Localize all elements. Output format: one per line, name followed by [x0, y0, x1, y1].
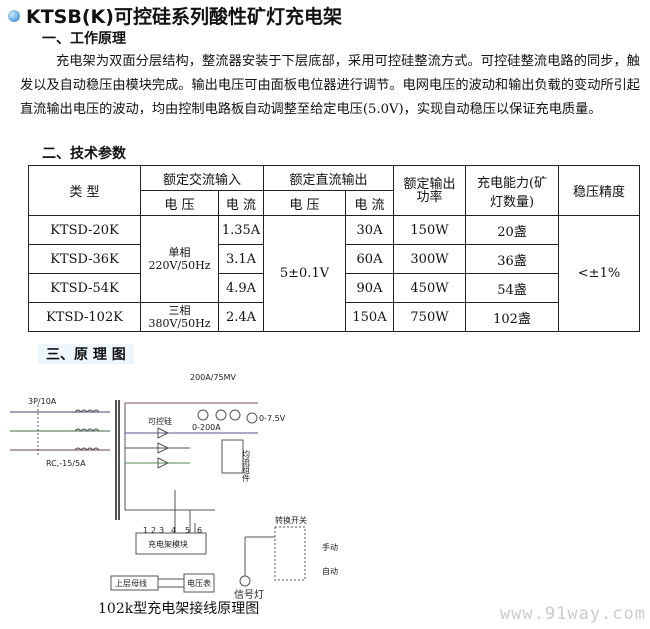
header-dc-current: 电 流: [345, 190, 394, 216]
label-bus: 上层母线: [115, 578, 147, 588]
pin-label: 6: [197, 526, 202, 535]
label-balance: 均流组件: [242, 449, 251, 483]
cell-ac-voltage: 三相 380V/50Hz: [140, 302, 219, 332]
page-title: KTSB(K)可控硅系列酸性矿灯充电架: [8, 2, 342, 29]
label-scr: 可控硅: [148, 416, 172, 426]
section-heading-diagram: 三、原 理 图: [38, 344, 134, 364]
watermark: www.91way.com: [499, 604, 646, 624]
header-ac-input: 额定交流输入: [140, 165, 264, 191]
pin-label: 5: [185, 526, 190, 535]
label-auto: 自动: [322, 566, 338, 576]
label-breaker: 3P/10A: [28, 397, 57, 406]
table-row: KTSD-20K 单相 220V/50Hz 1.35A 5±0.1V 30A 1…: [28, 215, 640, 332]
header-dc-voltage: 电 压: [263, 190, 346, 216]
label-shunt: 200A/75MV: [190, 373, 237, 382]
pin-label: 1: [143, 526, 148, 535]
bullet-icon: [8, 9, 20, 22]
cell-ac-current: 3.1A: [218, 244, 264, 274]
cell-ac-voltage: 单相 220V/50Hz: [140, 215, 219, 303]
wiring-diagram: 3P/10A RC,-15/5A 200A/75MV 可控硅 0-200A 0-…: [10, 373, 338, 601]
header-ac-voltage: 电 压: [140, 190, 219, 216]
cell-ac-current: 4.9A: [218, 273, 264, 303]
cell-dc-current: 60A: [345, 244, 394, 274]
header-capacity: 充电能力(矿灯数量): [465, 165, 559, 216]
cell-capacity: 54盏: [465, 273, 559, 303]
pin-label: 2: [151, 526, 156, 535]
table-row: KTSD-54K 4.9A 90A 450W 54盏: [28, 273, 640, 303]
title-text: KTSB(K)可控硅系列酸性矿灯充电架: [26, 6, 342, 28]
cell-power: 300W: [393, 244, 466, 274]
label-voltmeter: 电压表: [187, 578, 211, 588]
label-voltmeter-range: 0-7.5V: [259, 414, 286, 423]
header-dc-output: 额定直流输出: [263, 165, 394, 191]
cell-dc-current: 150A: [345, 302, 394, 332]
cell-capacity: 102盏: [465, 302, 559, 332]
pin-label: 3: [159, 526, 164, 535]
cell-capacity: 20盏: [465, 215, 559, 245]
cell-ac-current: 2.4A: [218, 302, 264, 332]
label-rc: RC,-15/5A: [46, 459, 86, 468]
label-module: 充电架模块: [148, 539, 188, 549]
label-ammeter-range: 0-200A: [192, 423, 221, 432]
table-row: KTSD-36K 3.1A 60A 300W 36盏: [28, 244, 640, 274]
cell-power: 450W: [393, 273, 466, 303]
cell-dc-current: 30A: [345, 215, 394, 245]
label-lamp: 信号灯: [234, 589, 264, 601]
cell-power: 750W: [393, 302, 466, 332]
table-row: KTSD-102K 三相 380V/50Hz 2.4A 150A 750W 10…: [28, 302, 640, 332]
cell-dc-voltage: 5±0.1V: [263, 215, 346, 332]
header-power: 额定输出功率: [393, 165, 466, 216]
section-heading-params: 二、技术参数: [42, 146, 126, 162]
label-manual: 手动: [322, 542, 338, 552]
cell-type: KTSD-54K: [28, 273, 141, 303]
header-ac-current: 电 流: [218, 190, 264, 216]
header-type: 类 型: [28, 165, 141, 216]
spec-table: 类 型 额定交流输入 额定直流输出 额定输出功率 充电能力(矿灯数量) 稳压精度…: [28, 165, 640, 332]
cell-ac-current: 1.35A: [218, 215, 264, 245]
cell-capacity: 36盏: [465, 244, 559, 274]
diagram-caption: 102k型充电架接线原理图: [98, 601, 260, 617]
cell-precision: <±1%: [558, 215, 640, 332]
label-switch: 转换开关: [275, 515, 307, 525]
cell-type: KTSD-36K: [28, 244, 141, 274]
cell-dc-current: 90A: [345, 273, 394, 303]
cell-type: KTSD-20K: [28, 215, 141, 245]
cell-type: KTSD-102K: [28, 302, 141, 332]
header-precision: 稳压精度: [558, 165, 640, 216]
pin-label: 4: [171, 526, 176, 535]
principle-paragraph: 充电架为双面分层结构，整流器安装于下层底部，采用可控硅整流方式。可控硅整流电路的…: [20, 54, 640, 117]
cell-power: 150W: [393, 215, 466, 245]
section-heading-principle: 一、工作原理: [42, 31, 126, 47]
